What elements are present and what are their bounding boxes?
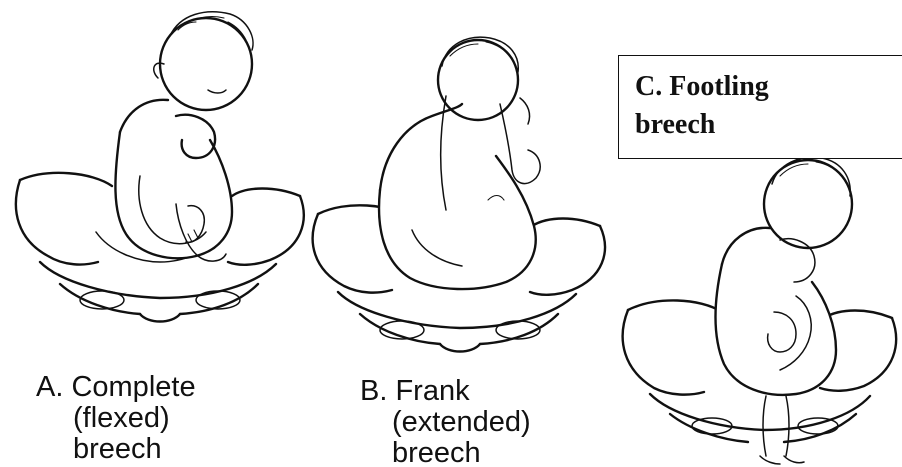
caption-line: C. Footling: [635, 68, 769, 106]
caption-line: breech: [360, 438, 531, 467]
caption-line: (extended): [360, 407, 531, 438]
caption-line: B. Frank: [360, 376, 531, 407]
footling-breech-illustration: [623, 157, 896, 464]
caption-line: A. Complete: [36, 372, 196, 403]
caption-box-footling-breech: C. Footling breech: [618, 55, 902, 159]
caption-footling-breech: C. Footling breech: [635, 68, 769, 144]
caption-line: (flexed): [36, 403, 196, 434]
caption-complete-breech: A. Complete (flexed) breech: [36, 372, 196, 465]
frank-breech-illustration: [313, 37, 605, 351]
caption-line: breech: [36, 434, 196, 465]
caption-line: breech: [635, 106, 769, 144]
baby-a: [115, 12, 253, 261]
baby-c: [716, 157, 853, 464]
caption-frank-breech: B. Frank (extended) breech: [360, 376, 531, 467]
complete-breech-illustration: [16, 12, 304, 322]
baby-b: [379, 37, 540, 289]
